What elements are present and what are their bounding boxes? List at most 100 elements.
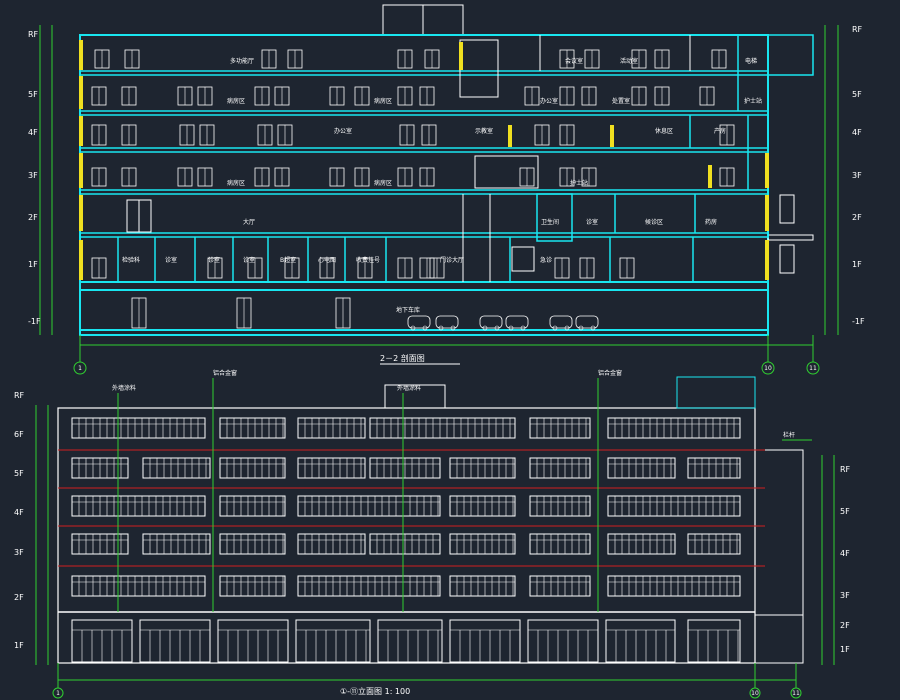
window — [319, 257, 335, 279]
window — [236, 297, 252, 329]
column-accents — [79, 40, 769, 280]
room-label: 病房区 — [374, 97, 392, 105]
annex-window — [779, 194, 795, 224]
room-label: 大厅 — [243, 218, 255, 226]
section-levels-right: RF 5F 4F 3F 2F 1F -1F — [824, 25, 865, 335]
side-annex — [754, 449, 804, 664]
window-band — [607, 533, 676, 555]
axis-label: 1 — [56, 690, 60, 697]
storefront — [377, 619, 443, 663]
window — [335, 297, 351, 329]
callout-leaders: 外墙涂料 铝合金窗 外墙涂料 铝合金窗 栏杆 — [112, 369, 812, 612]
window-band — [687, 457, 741, 479]
level-label: 3F — [852, 171, 862, 180]
window — [329, 167, 345, 187]
room-label: B超室 — [280, 256, 296, 264]
slab-3f — [79, 147, 769, 153]
room-label: 活动室 — [620, 57, 638, 65]
window — [287, 49, 303, 69]
window — [131, 297, 147, 329]
callout-label: 外墙涂料 — [397, 384, 421, 392]
slab-5f — [79, 70, 769, 76]
axis-bubble — [806, 361, 820, 375]
car — [407, 315, 431, 331]
slab-ground — [79, 281, 769, 291]
storefront — [139, 619, 211, 663]
window-band — [71, 495, 206, 517]
window — [424, 49, 440, 69]
slab-2f — [79, 189, 769, 195]
column-accent — [79, 195, 83, 231]
car — [575, 315, 599, 331]
room-label: 护士站 — [744, 97, 762, 105]
window — [559, 86, 575, 106]
elevation-windows — [71, 417, 741, 663]
window-band — [369, 533, 441, 555]
window — [91, 86, 107, 106]
window — [559, 167, 575, 187]
window-band — [449, 495, 516, 517]
window — [654, 49, 670, 69]
level-label: 1F — [852, 260, 862, 269]
window — [631, 86, 647, 106]
glazed-partition — [474, 155, 539, 189]
window-band — [142, 457, 211, 479]
axis-bubble — [52, 687, 64, 699]
elevation-caption: ①-⑪立面图 1: 100 — [340, 686, 410, 696]
callout-label: 铝合金窗 — [598, 369, 622, 377]
window — [254, 86, 270, 106]
column-accent — [508, 125, 512, 147]
window-band — [369, 457, 441, 479]
window — [284, 257, 300, 279]
level-label: 5F — [852, 90, 862, 99]
window — [581, 167, 597, 187]
room-label: 休息区 — [655, 127, 673, 135]
window — [419, 86, 435, 106]
window — [711, 49, 727, 69]
window — [197, 86, 213, 106]
window — [91, 124, 107, 146]
window — [94, 49, 110, 69]
window-band — [607, 495, 741, 517]
room-label: 候诊区 — [645, 218, 663, 226]
right-annex-roof — [767, 34, 814, 76]
storefront — [217, 619, 289, 663]
room-label: 办公室 — [334, 127, 352, 135]
room-label: 病房区 — [227, 97, 245, 105]
window — [274, 86, 290, 106]
window-band — [297, 575, 441, 597]
window-band — [219, 575, 286, 597]
room-label: 收费挂号 — [356, 256, 380, 264]
column-accent — [79, 116, 83, 146]
window-band — [297, 417, 366, 439]
axis-bubble — [790, 687, 802, 699]
column-accent — [79, 76, 83, 109]
window — [354, 167, 370, 187]
window — [619, 257, 635, 279]
callout-label: 铝合金窗 — [213, 369, 237, 377]
section-caption: 2－2 剖面图 — [380, 353, 425, 363]
column-accent — [610, 125, 614, 147]
roof-parapet — [676, 376, 756, 409]
car — [505, 315, 529, 331]
car — [549, 315, 573, 331]
room-label: 产房 — [714, 127, 726, 135]
axis-label: 10 — [764, 365, 772, 372]
level-label: 3F — [14, 548, 24, 557]
room-label: 心电图 — [318, 256, 336, 264]
section-grid-axes: 1 10 11 2－2 剖面图 — [73, 335, 820, 375]
window-band — [71, 417, 206, 439]
callout-label: 栏杆 — [783, 431, 795, 439]
room-label: 电梯 — [745, 57, 757, 65]
level-label: 5F — [840, 507, 850, 516]
section-doors — [126, 194, 795, 274]
column-accent — [765, 153, 769, 188]
window-band — [71, 575, 206, 597]
storefront — [527, 619, 599, 663]
car — [435, 315, 459, 331]
window — [719, 124, 735, 146]
level-label: 2F — [840, 621, 850, 630]
window — [247, 257, 263, 279]
car — [479, 315, 503, 331]
window — [699, 86, 715, 106]
